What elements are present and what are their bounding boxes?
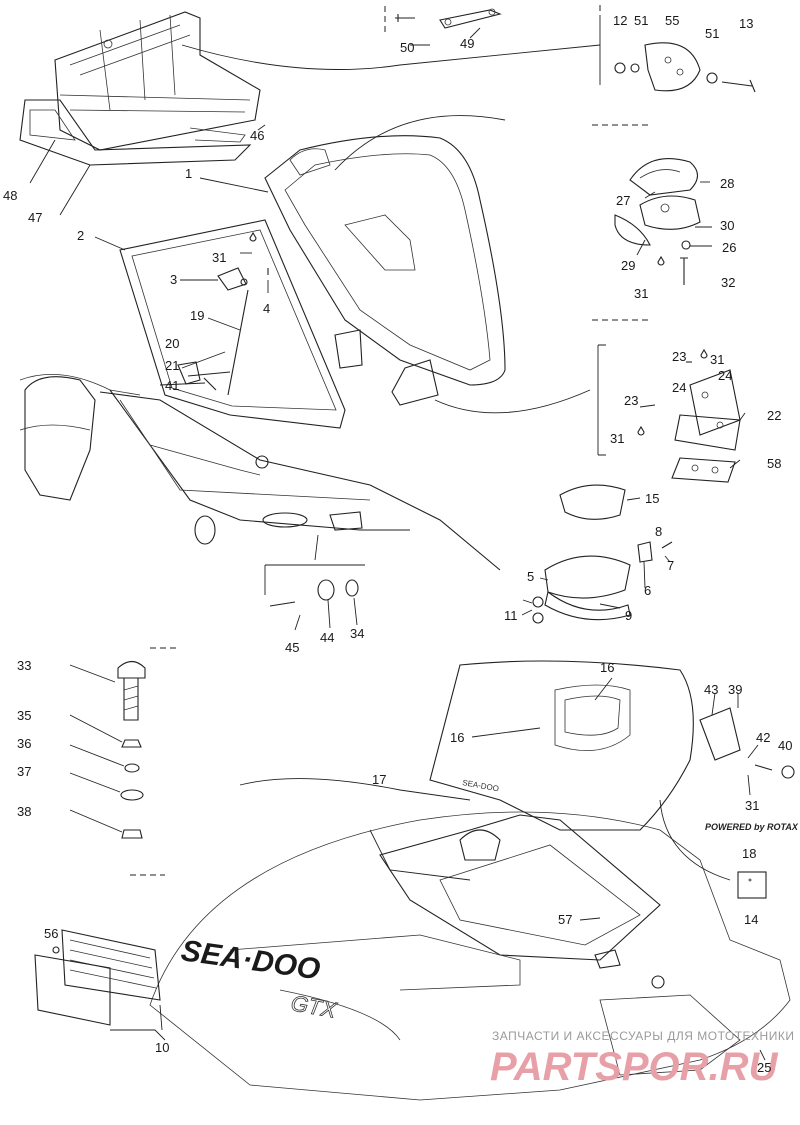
vent-grille-10	[34, 929, 161, 1026]
rear-rack-assembly	[19, 11, 261, 166]
fasteners-45-44-34	[264, 534, 365, 607]
callout-c38: 38	[17, 804, 31, 819]
support-rod-assembly	[177, 231, 269, 396]
watermark-brand: PARTSPOR.RU	[490, 1045, 779, 1089]
callout-c12: 12	[613, 13, 627, 28]
callout-c28: 28	[720, 176, 734, 191]
callout-c50: 50	[400, 40, 414, 55]
callout-c24b: 24	[672, 380, 686, 395]
callout-c51a: 51	[634, 13, 648, 28]
callout-c16b: 16	[450, 730, 464, 745]
callout-c49: 49	[460, 36, 474, 51]
callout-c31c: 31	[710, 352, 724, 367]
callout-c29: 29	[621, 258, 635, 273]
callout-c20: 20	[165, 336, 179, 351]
hinge-assembly	[592, 319, 741, 483]
callout-c43: 43	[704, 682, 718, 697]
callout-c37: 37	[17, 764, 31, 779]
callout-c44: 44	[320, 630, 334, 645]
screw-50-and-plate-49	[384, 6, 502, 35]
callout-c22: 22	[767, 408, 781, 423]
latch-hardware-top-right	[599, 15, 756, 93]
callout-c1: 1	[185, 166, 192, 181]
leader-lines	[29, 5, 766, 1061]
callout-c27: 27	[616, 193, 630, 208]
callout-c30: 30	[720, 218, 734, 233]
watermark: ЗАПЧАСТИ И АКСЕССУАРЫ ДЛЯ МОТОТЕХНИКИ PA…	[490, 1029, 794, 1089]
sea-doo-logo: SEA·DOO	[179, 934, 322, 986]
callout-c56: 56	[44, 926, 58, 941]
callout-c3: 3	[170, 272, 177, 287]
storage-compartment-lid	[264, 135, 506, 406]
gasket-frame	[119, 219, 346, 429]
callout-c32: 32	[721, 275, 735, 290]
callout-c34: 34	[350, 626, 364, 641]
callout-c19: 19	[190, 308, 204, 323]
callout-c7: 7	[667, 558, 674, 573]
callout-c21: 21	[165, 358, 179, 373]
callout-c31e: 31	[745, 798, 759, 813]
callout-c11: 11	[504, 608, 518, 623]
callout-c33: 33	[17, 658, 31, 673]
callout-c23a: 23	[672, 349, 686, 364]
powered-by-rotax-decal: POWERED by ROTAX	[705, 822, 799, 832]
lock-latch-assembly	[592, 124, 701, 285]
callout-c31d: 31	[610, 431, 624, 446]
callout-c9: 9	[625, 608, 632, 623]
callout-c16a: 16	[600, 660, 614, 675]
callout-c17: 17	[372, 772, 386, 787]
bolt-stack-33-38	[117, 647, 180, 839]
callout-c40: 40	[778, 738, 792, 753]
watermark-tagline: ЗАПЧАСТИ И АКСЕССУАРЫ ДЛЯ МОТОТЕХНИКИ	[492, 1029, 794, 1043]
callout-c24a: 24	[718, 368, 732, 383]
callout-c35: 35	[17, 708, 31, 723]
cap-and-cover-parts	[532, 484, 673, 624]
callout-c25: 25	[757, 1060, 771, 1075]
hull-body-lower	[149, 660, 795, 1101]
callout-c10: 10	[155, 1040, 169, 1055]
callout-c31b: 31	[212, 250, 226, 265]
callout-c36: 36	[17, 736, 31, 751]
callout-c42: 42	[756, 730, 770, 745]
callout-c5: 5	[527, 569, 534, 584]
callout-c31a: 31	[634, 286, 648, 301]
callout-c8: 8	[655, 524, 662, 539]
callout-c57: 57	[558, 912, 572, 927]
callout-c18: 18	[742, 846, 756, 861]
callout-c2: 2	[77, 228, 84, 243]
model-script: GTX	[289, 990, 339, 1023]
callout-c14: 14	[744, 912, 758, 927]
callout-c15: 15	[645, 491, 659, 506]
callout-c4: 4	[263, 301, 270, 316]
callout-c26: 26	[722, 240, 736, 255]
callout-c39: 39	[728, 682, 742, 697]
callout-c23b: 23	[624, 393, 638, 408]
callout-c51b: 51	[705, 26, 719, 41]
callout-c48: 48	[3, 188, 17, 203]
callout-c41: 41	[165, 378, 179, 393]
hull-deck-front	[19, 374, 501, 571]
callout-c58: 58	[767, 456, 781, 471]
callout-c55: 55	[665, 13, 679, 28]
callout-c46: 46	[250, 128, 264, 143]
callout-c45: 45	[285, 640, 299, 655]
callout-c47: 47	[28, 210, 42, 225]
callout-c13: 13	[739, 16, 753, 31]
callout-c6: 6	[644, 583, 651, 598]
